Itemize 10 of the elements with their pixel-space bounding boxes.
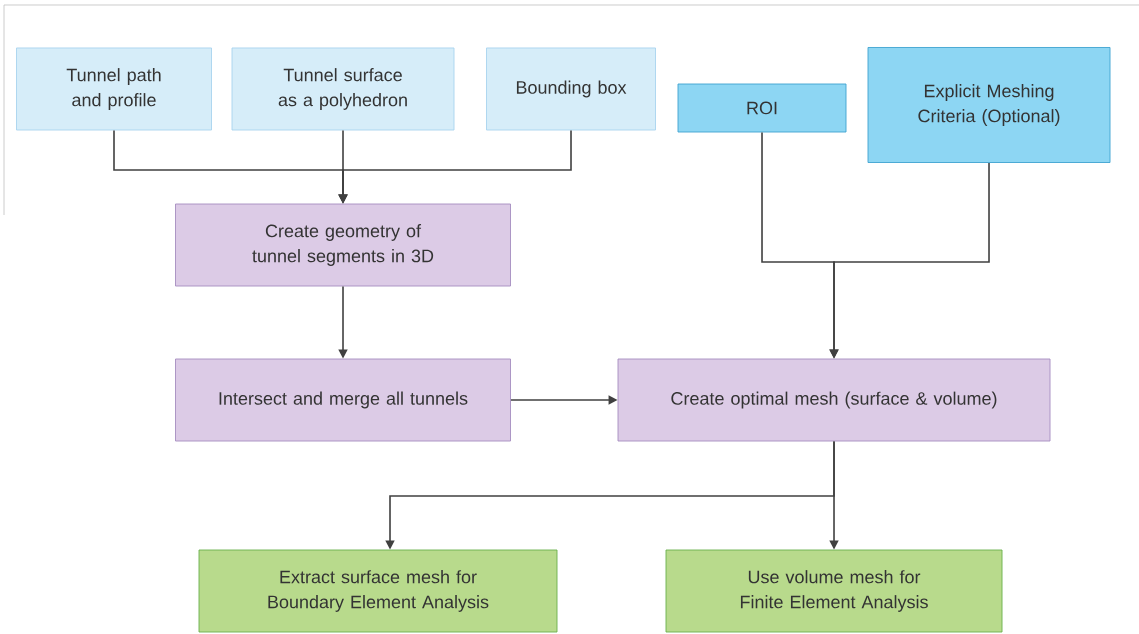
input-box: Tunnel path and profile xyxy=(16,47,212,131)
output-box: Extract surface mesh for Boundary Element Analysis xyxy=(198,549,558,633)
output-box: Use volume mesh for Finite Element Analysis xyxy=(665,549,1003,633)
input-box: Explicit Meshing Criteria (Optional) xyxy=(867,47,1111,163)
process-box: Create optimal mesh (surface & volume) xyxy=(617,358,1051,442)
input-box: ROI xyxy=(677,83,847,133)
process-box: Intersect and merge all tunnels xyxy=(175,358,511,442)
input-box: Tunnel surface as a polyhedron xyxy=(231,47,455,131)
input-box: Bounding box xyxy=(486,47,656,131)
process-box: Create geometry of tunnel segments in 3D xyxy=(175,203,511,287)
